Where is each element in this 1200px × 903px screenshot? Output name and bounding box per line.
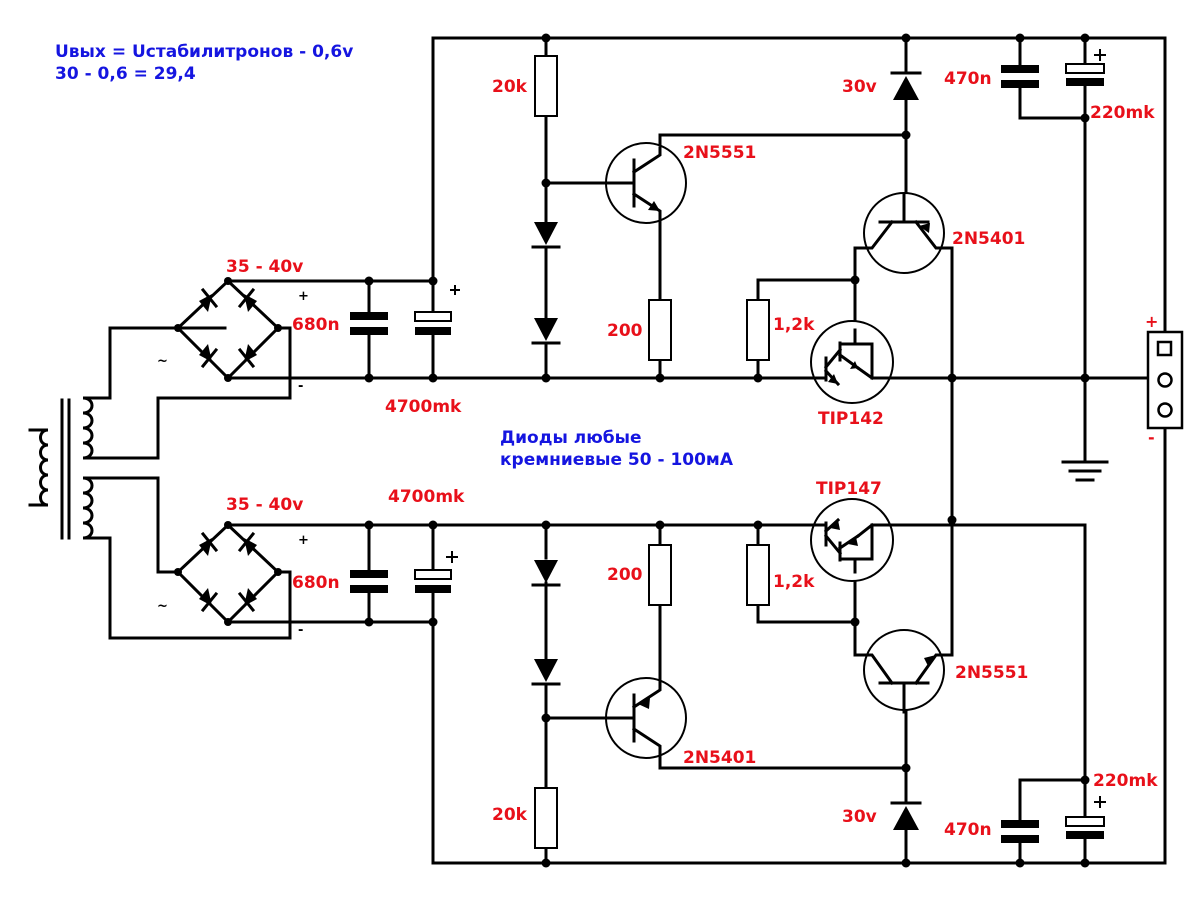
lower-bias-resistor-label: 20k bbox=[492, 805, 528, 825]
upper-output-electrolytic-capacitor-label: 220mk bbox=[1090, 103, 1155, 123]
upper-control-transistor bbox=[853, 192, 954, 274]
upper-bias-resistor bbox=[534, 55, 558, 117]
upper-power-transistor-label: TIP142 bbox=[818, 409, 884, 429]
upper-filter-capacitor-label: 4700mk bbox=[385, 397, 462, 417]
lower-base-resistor bbox=[746, 544, 770, 606]
upper-output-film-capacitor bbox=[1001, 65, 1039, 88]
lower-output-film-capacitor-label: 470n bbox=[944, 820, 992, 840]
upper-input-voltage-label: 35 - 40v bbox=[226, 257, 303, 277]
upper-zener-label: 30v bbox=[842, 77, 877, 97]
formula-note-line2: 30 - 0,6 = 29,4 bbox=[55, 64, 196, 84]
lower-output-electrolytic-capacitor-label: 220mk bbox=[1093, 771, 1158, 791]
lower-zener-label: 30v bbox=[842, 807, 877, 827]
lower-base-resistor-label: 1,2k bbox=[773, 572, 815, 592]
upper-driver-transistor bbox=[604, 142, 687, 224]
upper-base-resistor bbox=[746, 299, 770, 361]
lower-diode-string bbox=[531, 560, 561, 686]
upper-bridge-plus-label: + bbox=[298, 289, 309, 304]
upper-film-capacitor bbox=[350, 279, 388, 380]
lower-film-capacitor bbox=[350, 523, 388, 624]
lower-emitter-resistor-label: 200 bbox=[607, 565, 643, 585]
upper-power-transistor bbox=[808, 320, 897, 404]
lower-wiring bbox=[226, 426, 1167, 865]
transformer bbox=[28, 396, 112, 540]
upper-output-electrolytic-capacitor bbox=[1065, 49, 1106, 86]
lower-rectifier-bridge bbox=[174, 521, 282, 626]
ground-symbol bbox=[1061, 460, 1109, 482]
formula-note-line1: Uвых = Uстабилитронов - 0,6v bbox=[55, 42, 353, 62]
upper-bridge-minus-label: - bbox=[298, 379, 303, 394]
transformer-wiring bbox=[108, 326, 292, 640]
upper-driver-transistor-label: 2N5551 bbox=[683, 143, 756, 163]
lower-driver-transistor bbox=[604, 677, 687, 759]
output-connector bbox=[1146, 330, 1184, 430]
lower-power-transistor bbox=[808, 498, 897, 582]
upper-film-capacitor-label: 680n bbox=[292, 315, 340, 335]
lower-bias-resistor bbox=[534, 787, 558, 849]
lower-input-voltage-label: 35 - 40v bbox=[226, 495, 303, 515]
upper-wiring bbox=[226, 36, 1167, 522]
lower-output-film-capacitor bbox=[1001, 820, 1039, 843]
upper-emitter-resistor-label: 200 bbox=[607, 321, 643, 341]
lower-driver-transistor-label: 2N5401 bbox=[683, 748, 756, 768]
upper-ac-symbol: ~ bbox=[157, 354, 168, 369]
lower-zener-diode bbox=[890, 801, 922, 830]
lower-control-transistor bbox=[853, 629, 954, 714]
upper-base-resistor-label: 1,2k bbox=[773, 315, 815, 335]
lower-power-transistor-label: TIP147 bbox=[816, 479, 882, 499]
lower-emitter-resistor bbox=[648, 544, 672, 606]
diodes-note-line2: кремниевые 50 - 100мА bbox=[500, 450, 734, 470]
output-plus-label: + bbox=[1145, 312, 1158, 331]
diodes-note-line1: Диоды любые bbox=[500, 428, 642, 448]
upper-zener-diode bbox=[890, 71, 922, 100]
upper-output-film-capacitor-label: 470n bbox=[944, 69, 992, 89]
upper-emitter-resistor bbox=[648, 299, 672, 361]
lower-control-transistor-label: 2N5551 bbox=[955, 663, 1028, 683]
lower-film-capacitor-label: 680n bbox=[292, 573, 340, 593]
junction-dots bbox=[364, 33, 1090, 868]
upper-control-transistor-label: 2N5401 bbox=[952, 229, 1025, 249]
output-minus-label: - bbox=[1148, 428, 1155, 447]
lower-bridge-minus-label: - bbox=[298, 623, 303, 638]
lower-bridge-plus-label: + bbox=[298, 533, 309, 548]
upper-diode-string bbox=[531, 222, 561, 345]
lower-ac-symbol: ~ bbox=[157, 599, 168, 614]
lower-filter-capacitor bbox=[414, 523, 458, 624]
upper-bias-resistor-label: 20k bbox=[492, 77, 528, 97]
upper-filter-capacitor bbox=[414, 279, 460, 380]
lower-output-electrolytic-capacitor bbox=[1065, 796, 1106, 839]
lower-filter-capacitor-label: 4700mk bbox=[388, 487, 465, 507]
